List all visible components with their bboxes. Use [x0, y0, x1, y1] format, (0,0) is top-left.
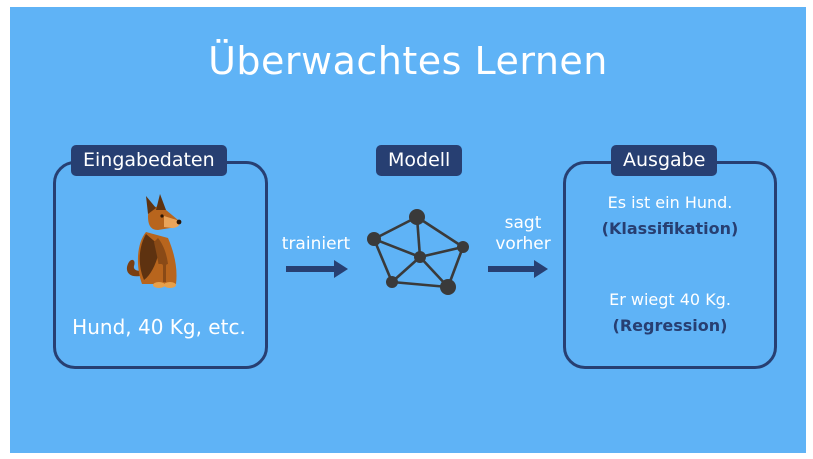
- predicts-label-line1: sagt: [504, 213, 542, 233]
- classification-label: (Klassifikation): [601, 219, 739, 238]
- arrow-right-icon: [286, 260, 348, 278]
- slide-title: Überwachtes Lernen: [208, 39, 608, 83]
- dog-icon: [126, 194, 182, 288]
- arrow-right-icon: [488, 260, 548, 278]
- regression-label: (Regression): [612, 316, 728, 335]
- model-tag: Modell: [376, 145, 463, 176]
- predicts-label: sagt vorher: [488, 213, 558, 255]
- input-caption: Hund, 40 Kg, etc.: [72, 315, 246, 339]
- output-tag: Ausgabe: [611, 145, 718, 176]
- network-icon: [367, 209, 469, 295]
- trained-label: trainiert: [281, 234, 351, 254]
- classification-text: Es ist ein Hund.: [607, 193, 733, 212]
- slide: Überwachtes Lernen Eingabedaten Hund, 40…: [10, 7, 806, 453]
- regression-text: Er wiegt 40 Kg.: [609, 290, 731, 309]
- input-tag: Eingabedaten: [71, 145, 227, 176]
- predicts-label-line2: vorher: [495, 234, 551, 254]
